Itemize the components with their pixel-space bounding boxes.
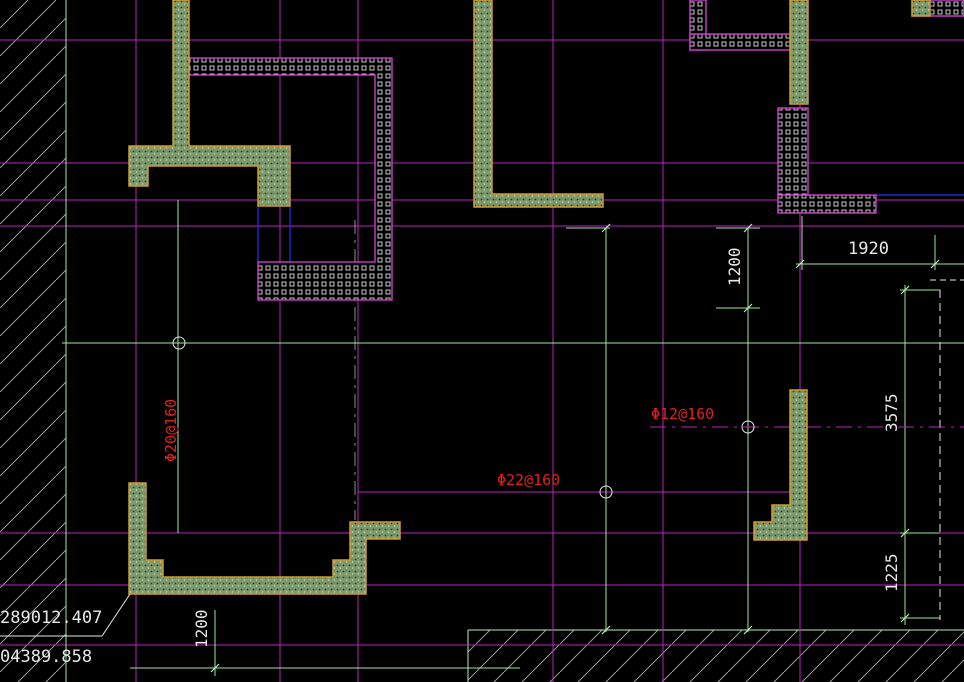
coordinate-line-1: 289012.407: [0, 608, 102, 628]
coordinate-leader-line: [0, 593, 131, 637]
green-grid-lines: [62, 0, 964, 682]
dim-3575-label: 3575: [882, 393, 901, 432]
column-outlines: [179, 0, 964, 301]
concrete-walls: [128, 0, 931, 595]
dim-1200-bottom-label: 1200: [192, 609, 211, 648]
rebar-label-phi22: Φ22@160: [497, 471, 560, 489]
dim-1200-top-label: 1200: [725, 247, 744, 286]
coordinate-line-2: 04389.858: [0, 647, 92, 667]
rebar-label-phi20: Φ20@160: [162, 399, 180, 462]
rebar-label-phi12: Φ12@160: [651, 405, 714, 423]
grid-bubbles: [172, 336, 755, 499]
dim-1920-label: 1920: [848, 239, 889, 259]
dimension-ticks: [210, 223, 940, 673]
dim-1225-label: 1225: [882, 553, 901, 592]
